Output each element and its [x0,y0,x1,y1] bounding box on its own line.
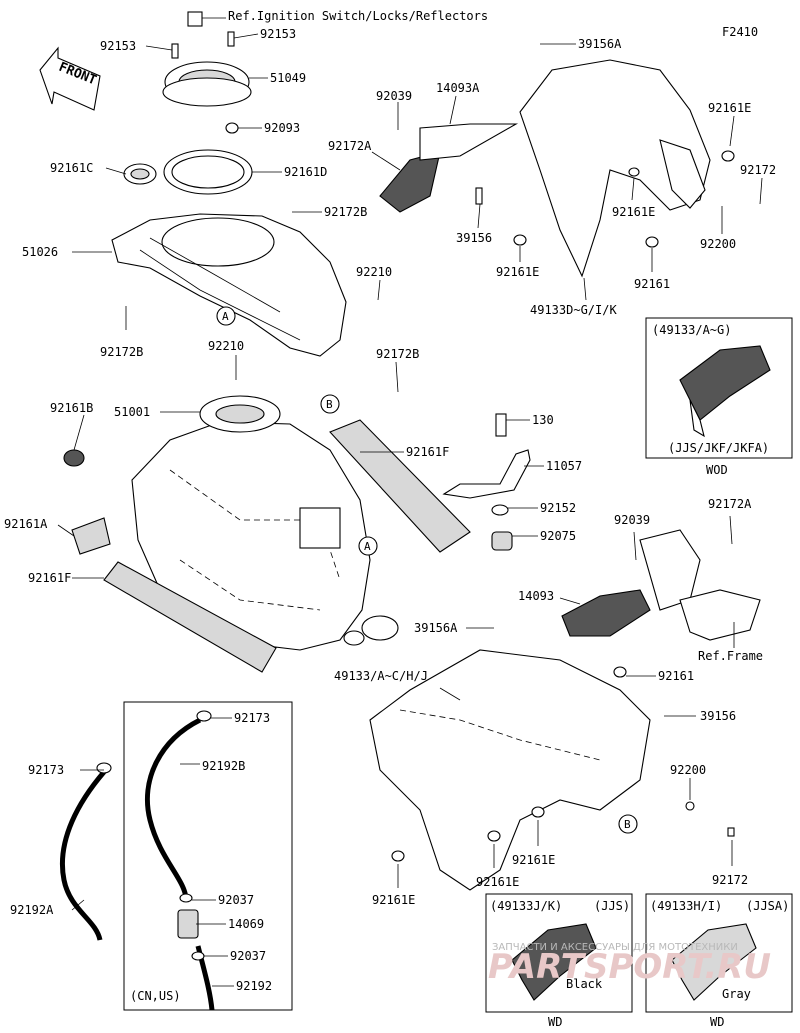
label-92075: 92075 [540,529,576,543]
label-92152: 92152 [540,501,576,515]
svg-text:A: A [364,540,371,553]
watermark: ЗАПЧАСТИ И АКСЕССУАРЫ ДЛЯ МОТОТЕХНИКИ PA… [488,942,771,987]
inset-2-tag: WD [548,1015,562,1029]
watermark-line2: PARTSPORT.RU [488,947,771,987]
label-92161f-b: 92161F [28,571,71,585]
label-92037-b: 92037 [230,949,266,963]
label-51026: 51026 [22,245,58,259]
svg-text:B: B [624,818,631,831]
watermark-line1: ЗАПЧАСТИ И АКСЕССУАРЫ ДЛЯ МОТОТЕХНИКИ [492,942,738,953]
inset-3-color: Gray [722,987,751,1001]
inset-1-tag: WOD [706,463,728,477]
inset-2-header: (49133J/K) [490,899,562,913]
fuel-tank-51001 [63,395,399,651]
label-14093: 14093 [518,589,554,603]
label-92172-b: 92172 [712,873,748,887]
label-11057: 11057 [546,459,582,473]
label-92172-a: 92172 [740,163,776,177]
label-92161d: 92161D [284,165,327,179]
label-92093: 92093 [264,121,300,135]
label-39156a-b: 39156A [414,621,458,635]
label-ref-frame: Ref.Frame [698,649,763,663]
circle-marker-b-2: B [618,814,638,834]
hoses [60,710,215,1011]
rubber-strip-92161F-right [329,419,471,553]
label-92161-a: 92161 [634,277,670,291]
label-92161f-a: 92161F [406,445,449,459]
label-92161e-e: 92161E [476,875,519,889]
label-92161-b: 92161 [658,669,694,683]
label-92037-a: 92037 [218,893,254,907]
label-92039-a: 92039 [376,89,412,103]
label-ref-ignition: Ref.Ignition Switch/Locks/Reflectors [228,9,488,23]
inset-1-sub: (JJS/JKF/JKFA) [668,441,769,455]
label-92172a-a: 92172A [328,139,372,153]
label-130: 130 [532,413,554,427]
tank-cover-51026 [111,213,347,357]
label-49133dgik: 49133D~G/I/K [530,303,617,317]
label-49133achj: 49133/A~C/H/J [334,669,428,683]
inset-1-header: (49133/A~G) [652,323,731,337]
label-39156-a: 39156 [456,231,492,245]
label-39156a-a: 39156A [578,37,622,51]
label-cn-us: (CN,US) [130,989,181,1003]
label-92200-a: 92200 [700,237,736,251]
inset-variant-wd-gray: (49133H/I) (JJSA) Gray WD [645,893,793,1029]
inset-2-color: Black [566,977,603,991]
shroud-upper-49133 [379,59,735,278]
inset-3-header: (49133H/I) [650,899,722,913]
inset-3-tag: WD [710,1015,724,1029]
label-39156-b: 39156 [700,709,736,723]
rubber-strip-92161F-left [103,561,277,673]
shroud-lower-49133 [369,529,761,891]
label-51049: 51049 [270,71,306,85]
label-92172b-a: 92172B [324,205,367,219]
label-92161e-c: 92161E [496,265,539,279]
circle-marker-b-1: B [320,394,340,414]
label-92161e-b: 92161E [612,205,655,219]
label-92192a: 92192A [10,903,54,917]
label-92172b-b: 92172B [100,345,143,359]
label-92173-a: 92173 [234,711,270,725]
label-51001: 51001 [114,405,150,419]
label-92192: 92192 [236,979,272,993]
label-92039-b: 92039 [614,513,650,527]
label-92200-b: 92200 [670,763,706,777]
label-92210-b: 92210 [208,339,244,353]
label-92161b: 92161B [50,401,93,415]
label-92161a: 92161A [4,517,48,531]
label-92161e-d: 92161E [512,853,555,867]
label-92192b: 92192B [202,759,245,773]
svg-text:A: A [222,310,229,323]
inset-3-sub: (JJSA) [746,899,789,913]
cn-us-box [123,701,293,1011]
bracket-11057 [442,413,531,551]
svg-text:B: B [326,398,333,411]
label-92161c: 92161C [50,161,93,175]
label-92153-b: 92153 [260,27,296,41]
circle-marker-a-2: A [358,536,378,556]
label-92172a-b: 92172A [708,497,752,511]
label-92161e-a: 92161E [708,101,751,115]
front-arrow: FRONT [39,46,101,111]
label-92153-a: 92153 [100,39,136,53]
fuel-cap-assembly [123,11,253,195]
inset-2-sub: (JJS) [594,899,630,913]
figure-code: F2410 [722,25,758,39]
leader-lines [57,17,763,987]
label-92210-a: 92210 [356,265,392,279]
inset-variant-wd-black: (49133J/K) (JJS) Black WD [485,893,633,1029]
callout-labels: Ref.Ignition Switch/Locks/Reflectors 921… [4,9,776,1003]
label-92161e-f: 92161E [372,893,415,907]
label-14093a: 14093A [436,81,480,95]
inset-variant-wod: (49133/A~G) (JJS/JKF/JKFA) WOD [645,317,793,477]
circle-marker-a-1: A [216,306,236,326]
label-92172b-c: 92172B [376,347,419,361]
label-92173-b: 92173 [28,763,64,777]
label-14069: 14069 [228,917,264,931]
